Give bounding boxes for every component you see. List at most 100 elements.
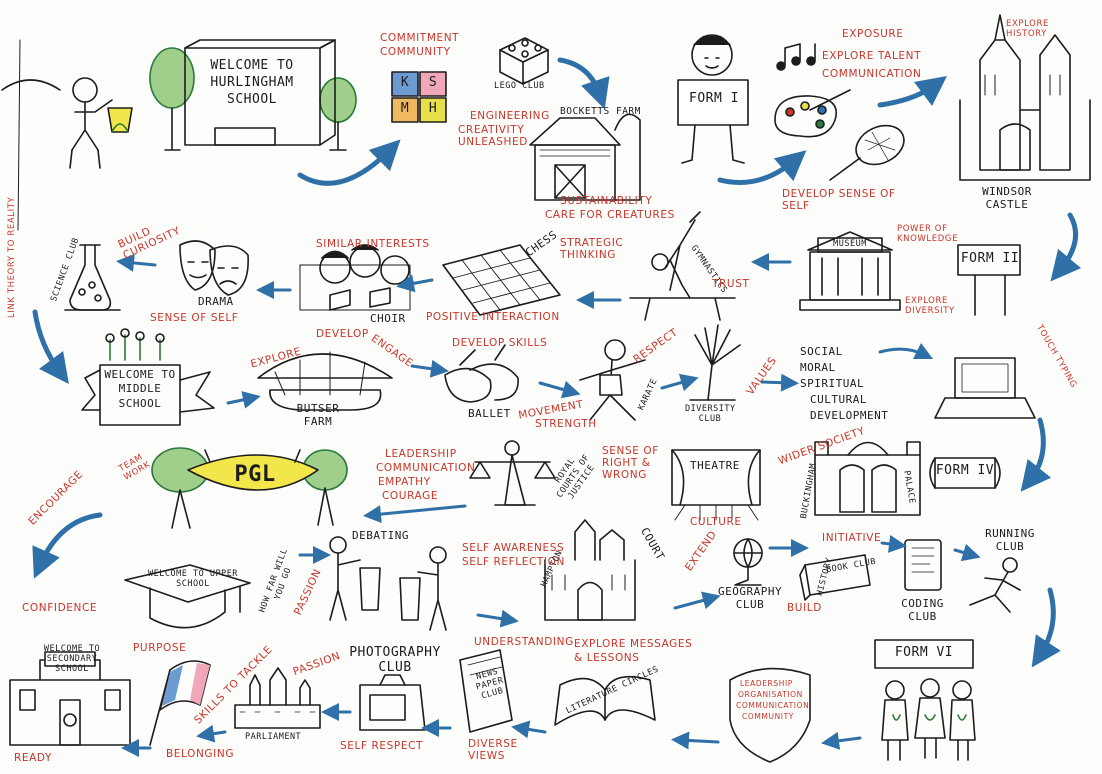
develop-label: DEVELOP [316,328,369,340]
sense-of-right-label: SENSE OF RIGHT & WRONG [602,445,659,482]
form-two-sign: FORM II [960,251,1020,266]
welcome-middle-sign: WELCOME TO MIDDLE SCHOOL [104,368,176,410]
students-icon [881,678,976,761]
science-flask-icon [64,244,121,311]
camera-icon [359,674,426,731]
pgl-sign-icon [151,447,348,529]
welcome-upper-sign: WELCOME TO UPPER SCHOOL [148,569,238,589]
ballet-label: BALLET [468,407,511,420]
creativity-label: CREATIVITY UNLEASHED [458,124,528,149]
culture-label: CULTURE [690,516,742,528]
communication-label: COMMUNICATION [822,68,922,80]
smsc-spiritual: SPIRITUAL [800,377,865,390]
develop-skills-label: DEVELOP SKILLS [452,337,548,349]
tennis-racket-icon [829,124,905,181]
hampton-court-icon [544,519,636,621]
smsc-moral: MORAL [800,361,836,374]
debating-label: DEBATING [352,529,409,542]
laptop-icon [934,357,1036,419]
explore-messages-label: EXPLORE MESSAGES [574,638,693,650]
develop-sense-of-self-label: DEVELOP SENSE OF SELF [782,188,896,213]
music-notes-icon [776,43,816,71]
smsc-development: DEVELOPMENT [810,409,889,422]
form-six-label: FORM VI [894,645,954,660]
karate-icon [579,339,646,421]
bocketts-farm-label: BOCKETTS FARM [560,106,641,117]
drama-label: DRAMA [198,295,234,308]
form-four-sign: FORM IV [935,463,995,478]
coding-club-label: CODING CLUB [901,597,944,623]
trust-label: TRUST [712,278,750,290]
form-four-scroll [929,457,1001,489]
newspaper-icon [459,649,513,733]
flow-arrows [32,57,1082,757]
diverse-views-label: DIVERSE VIEWS [468,738,518,763]
explore-history-label: EXPLORE HISTORY [1006,19,1049,39]
leadership-line-3: EMPATHY [378,476,431,488]
theatre-label: THEATRE [690,459,740,472]
strength-label: STRENGTH [535,418,597,430]
ballet-shoes-icon [444,344,519,403]
lego-block-h: H [428,101,438,116]
choir-icon [299,244,411,311]
shield-line-2: ORGANISATION [738,690,803,699]
self-reflection-label: SELF REFLECTION [462,556,565,568]
care-for-creatures-label: CARE FOR CREATURES [545,209,675,221]
exposure-label: EXPOSURE [842,28,904,40]
justice-statue-icon [469,440,556,506]
leadership-line-2: COMMUNICATION [376,462,476,474]
explore-talent-label: EXPLORE TALENT [822,50,922,62]
school-building-icon [149,39,357,151]
middle-school-banner-icon [81,328,215,426]
theatre-icon [671,449,761,521]
tree-hand-icon [689,324,741,401]
drama-masks-icon [179,240,249,296]
leadership-line-4: COURAGE [382,490,439,502]
strategic-thinking-label: STRATEGIC THINKING [560,237,624,262]
welcome-secondary-sign: WELCOME TO SECONDARY SCHOOL [43,644,101,674]
castle-icon [959,14,1091,181]
pgl-sign: PGL [234,462,276,487]
lego-club-label: LEGO CLUB [494,81,545,91]
windsor-castle-label: WINDSOR CASTLE [982,185,1032,211]
book-icon [799,554,871,601]
museum-icon [799,231,901,311]
build-label: BUILD [787,602,822,614]
palace-icon [814,441,921,516]
smsc-social: SOCIAL [800,345,843,358]
initiative-label: INITIATIVE [822,532,882,544]
hut-icon [257,351,393,411]
ready-label: READY [14,752,53,764]
welcome-hurlingham-sign: WELCOME TO HURLINGHAM SCHOOL [210,58,294,107]
geography-club-label: GEOGRAPHY CLUB [718,585,783,611]
commitment-label: COMMITMENT [380,32,460,44]
signpost-icon [957,244,1021,316]
sense-of-self-label: SENSE OF SELF [150,312,239,324]
link-theory-label: LINK THEORY TO REALITY [7,196,17,318]
choir-label: CHOIR [370,312,406,325]
sustainability-label: SUSTAINABILITY [560,195,653,207]
tablet-icon [904,539,942,591]
globe-icon [733,538,763,586]
running-club-label: RUNNING CLUB [985,527,1035,553]
debaters-icon [329,536,447,631]
boy-with-sign-icon [677,34,749,164]
lego-block-s: S [428,75,438,90]
lego-brick-icon [499,37,549,85]
engineering-label: ENGINEERING [470,110,550,122]
confidence-label: CONFIDENCE [22,602,98,614]
chessboard-icon [442,244,561,316]
leadership-line-1: LEADERSHIP [385,448,457,460]
shield-line-1: LEADERSHIP [740,679,793,688]
runner-icon [969,557,1021,613]
self-awareness-label: SELF AWARENESS [462,542,565,554]
similar-interests-label: SIMILAR INTERESTS [316,238,430,250]
diversity-club-label: DIVERSITY CLUB [685,404,736,424]
lego-blocks [391,71,447,123]
self-respect-label: SELF RESPECT [340,740,424,752]
palette-icon [774,89,851,138]
girl-with-bag-icon [1,39,133,231]
parliament-icon [234,667,321,729]
